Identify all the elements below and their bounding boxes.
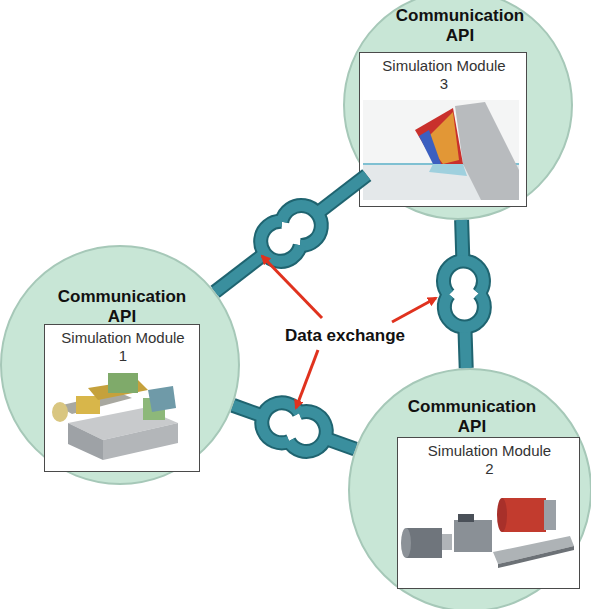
connector-outline xyxy=(215,254,265,292)
connector-hook xyxy=(215,254,265,292)
illustration-part xyxy=(498,546,574,568)
connector-outline xyxy=(443,261,483,295)
machine-tool-illustration xyxy=(48,368,193,463)
illustration-part xyxy=(454,520,492,552)
illustration-part xyxy=(415,108,463,164)
illustration-part xyxy=(458,514,474,522)
illustration-part xyxy=(401,528,411,558)
data-arrow xyxy=(296,350,318,408)
module-title: Simulation Module 3 xyxy=(382,57,506,93)
illustration-part xyxy=(406,528,442,558)
illustration-part xyxy=(103,423,178,460)
connector-outline xyxy=(465,327,466,368)
cutting-illustration xyxy=(363,100,519,200)
api-heading: Communication API xyxy=(402,397,542,437)
illustration-part xyxy=(455,102,519,200)
connector-outline xyxy=(262,403,299,443)
api-connector xyxy=(443,220,484,368)
module-title: Simulation Module 2 xyxy=(428,442,552,478)
connector-outline xyxy=(261,221,301,261)
illustration-part xyxy=(148,386,176,412)
connector-hook xyxy=(443,261,483,295)
connector-hook xyxy=(289,411,326,451)
illustration-part xyxy=(52,402,68,422)
connector-outline xyxy=(462,220,463,261)
data-arrow xyxy=(262,256,322,318)
connector-hook xyxy=(282,206,322,246)
api-connector xyxy=(233,403,355,452)
center-label: Data exchange xyxy=(280,326,410,346)
illustration-part xyxy=(419,130,441,164)
api-connector xyxy=(215,175,367,292)
illustration-part xyxy=(68,423,103,460)
connector-outline xyxy=(325,438,355,449)
connector-hook xyxy=(233,405,263,416)
motors-illustration xyxy=(398,490,576,582)
illustration-part xyxy=(502,498,546,532)
connector-outline xyxy=(317,175,367,213)
illustration-part xyxy=(544,500,556,530)
connector-hook xyxy=(465,327,466,368)
illustration-part xyxy=(429,164,467,176)
api-circle: Communication API Simulation Module 2 xyxy=(348,368,591,609)
illustration-part xyxy=(76,396,100,414)
api-heading: Communication API xyxy=(390,6,530,46)
illustration-part xyxy=(108,373,138,393)
connector-hook xyxy=(261,221,301,261)
data-arrow xyxy=(392,298,436,322)
connector-hook xyxy=(462,220,463,261)
module-title: Simulation Module 1 xyxy=(61,329,185,365)
connector-hook xyxy=(444,293,484,327)
illustration-part xyxy=(363,100,519,200)
connector-outline xyxy=(444,293,484,327)
connector-outline xyxy=(282,206,322,246)
connector-outline xyxy=(233,405,263,416)
illustration-part xyxy=(442,534,452,550)
connector-outline xyxy=(289,411,326,451)
connector-hook xyxy=(325,438,355,449)
api-heading: Communication API xyxy=(52,287,192,327)
illustration-part xyxy=(497,498,507,532)
connector-hook xyxy=(262,403,299,443)
connector-hook xyxy=(317,175,367,213)
